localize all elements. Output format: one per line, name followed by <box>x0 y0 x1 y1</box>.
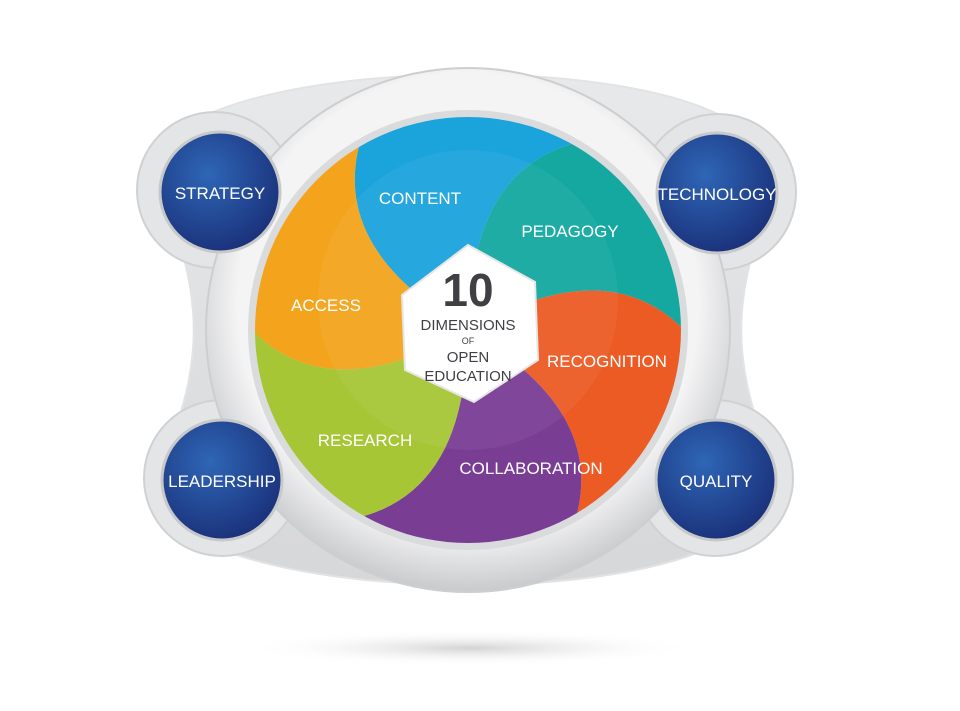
floor-shadow <box>240 630 700 666</box>
segment-recognition <box>517 290 681 543</box>
segment-content <box>354 117 611 296</box>
corner-technology: TECHNOLOGY <box>655 131 779 255</box>
corner-leadership: LEADERSHIP <box>160 418 284 542</box>
segment-label-content: CONTENT <box>379 189 461 208</box>
corner-quality: QUALITY <box>654 418 778 542</box>
segment-label-collaboration: COLLABORATION <box>459 459 602 478</box>
center-line-2: OF <box>462 336 475 346</box>
corner-label-strategy: STRATEGY <box>175 184 265 203</box>
segment-access <box>255 117 419 370</box>
center-number: 10 <box>442 264 493 316</box>
corner-label-quality: QUALITY <box>680 472 753 491</box>
center-line-4: EDUCATION <box>424 368 511 385</box>
segment-collaboration <box>325 364 582 543</box>
segment-label-access: ACCESS <box>291 296 361 315</box>
center-line-3: OPEN <box>447 349 490 366</box>
corner-strategy: STRATEGY <box>158 130 282 254</box>
center-line-1: DIMENSIONS <box>420 317 515 334</box>
corner-label-technology: TECHNOLOGY <box>657 185 776 204</box>
center-hexagon <box>400 243 540 404</box>
segment-label-research: RESEARCH <box>318 431 412 450</box>
corner-label-leadership: LEADERSHIP <box>168 472 276 491</box>
segment-label-pedagogy: PEDAGOGY <box>521 222 618 241</box>
segment-label-recognition: RECOGNITION <box>547 352 667 371</box>
